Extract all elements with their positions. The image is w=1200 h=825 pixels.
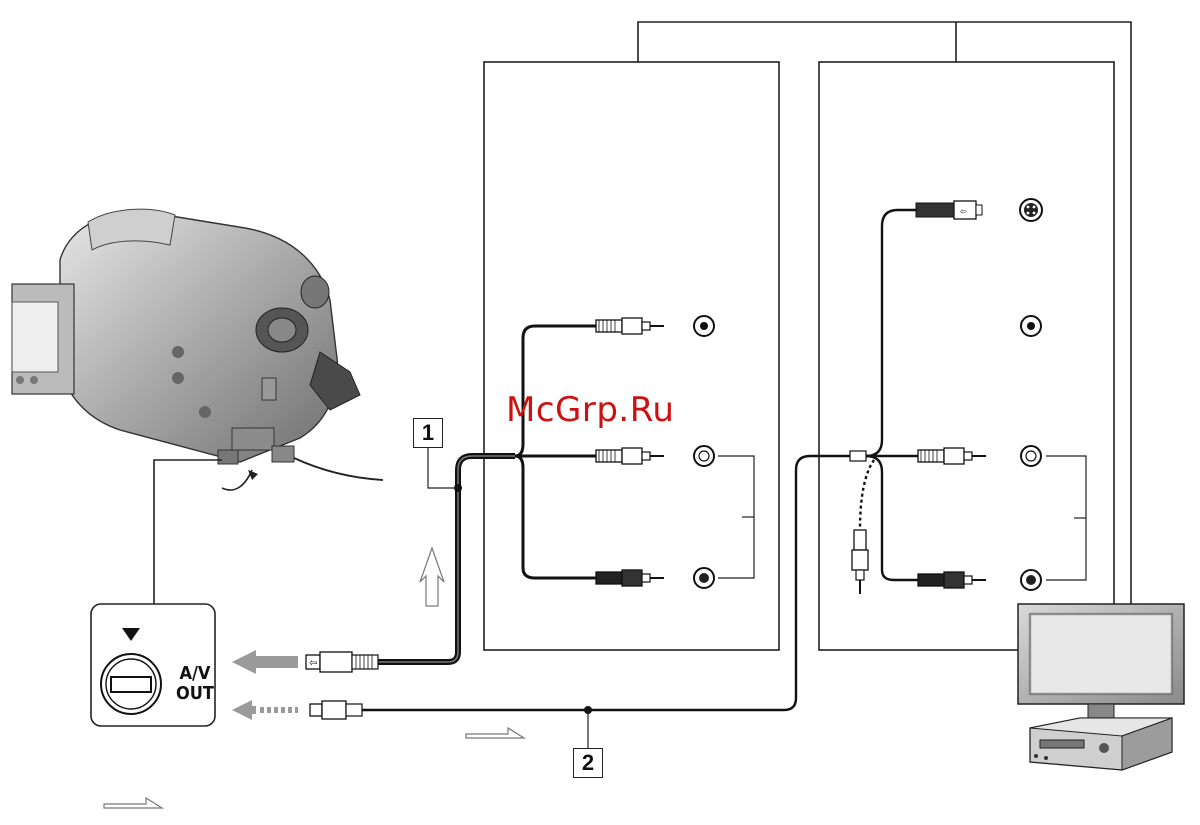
multi-plug-cable-1: ⇦ xyxy=(306,652,378,672)
av-out-label: A/V OUT xyxy=(176,664,214,704)
jack-s-video-panel-2 xyxy=(1020,199,1042,221)
jack-audio-right-panel-1 xyxy=(694,568,714,588)
camcorder-icon xyxy=(12,209,383,490)
jack-audio-right-panel-2 xyxy=(1021,570,1041,590)
multi-plug-cable-2 xyxy=(310,701,362,719)
jack-video-panel-1 xyxy=(694,316,714,336)
watermark: McGrp.Ru xyxy=(506,390,674,430)
signal-flow-arrow-icon xyxy=(466,728,524,738)
tv-icon xyxy=(1018,604,1184,718)
connection-panel-1 xyxy=(484,62,779,650)
vcr-icon xyxy=(1030,718,1172,770)
svg-text:⇦: ⇦ xyxy=(309,658,317,669)
signal-flow-arrow-icon xyxy=(232,650,298,720)
svg-text:⇦: ⇦ xyxy=(960,207,967,216)
signal-flow-arrow-icon xyxy=(420,548,444,606)
jack-audio-left-panel-1 xyxy=(694,446,714,466)
jack-video-panel-2 xyxy=(1021,316,1041,336)
signal-flow-arrow-icon xyxy=(104,798,162,808)
av-out-label-line1: A/V xyxy=(176,664,214,684)
jack-audio-left-panel-2 xyxy=(1021,446,1041,466)
cable-label-1: 1 xyxy=(413,418,443,448)
s-video-plug-icon: ⇦ xyxy=(916,201,982,219)
av-out-label-line2: OUT xyxy=(176,684,214,704)
cable-label-2: 2 xyxy=(573,748,603,778)
